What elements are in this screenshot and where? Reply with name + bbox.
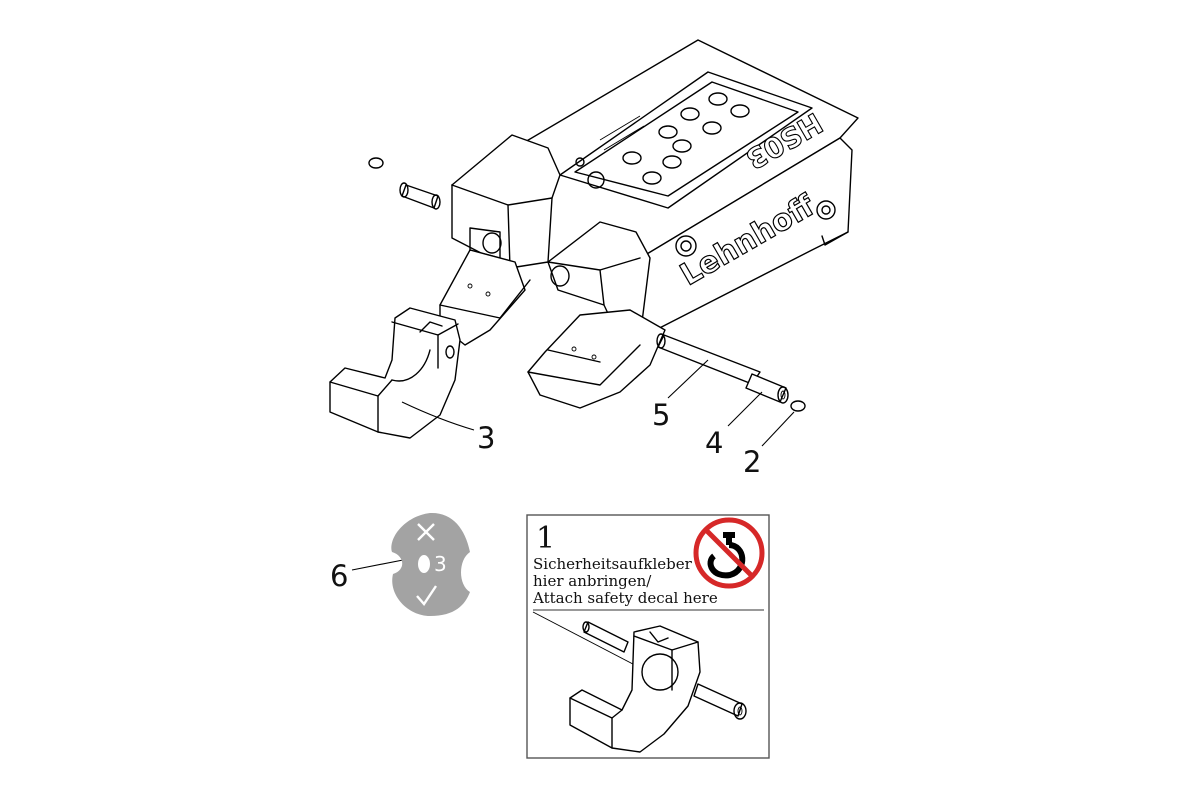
panel-number: 1 <box>536 521 555 556</box>
panel-line-3: Attach safety decal here <box>532 589 718 607</box>
plate-holes <box>622 92 750 185</box>
pin-part-5 <box>656 333 761 385</box>
gauge-size-label: 3 <box>434 552 447 576</box>
decal-panel-part-1: 1 Sicherheitsaufkleber hier anbringen/ A… <box>526 514 770 759</box>
quick-coupler-body: Lehnhoff HS03 <box>439 39 859 409</box>
wear-gauge-shape <box>391 512 470 616</box>
gauge-cross-icon <box>417 523 435 541</box>
panel-line-2: hier anbringen/ <box>533 572 652 590</box>
sleeve-part-4 <box>745 373 789 404</box>
retaining-ring-part-2 <box>790 400 806 412</box>
no-hook-prohibition-icon <box>693 517 765 589</box>
upper-pin <box>399 182 441 210</box>
upper-retaining-ring <box>368 157 384 169</box>
callout-2: 2 <box>743 445 761 479</box>
decal-location-sketch <box>532 611 747 753</box>
callout-6: 6 <box>330 559 348 593</box>
panel-line-1: Sicherheitsaufkleber <box>533 555 693 573</box>
callouts: 3 5 4 2 6 <box>330 359 795 593</box>
wear-gauge-part-6: 3 <box>391 512 470 616</box>
hook-insert-part-3 <box>329 307 461 439</box>
callout-4: 4 <box>705 426 723 460</box>
callout-5: 5 <box>652 398 670 432</box>
gauge-slot <box>418 555 430 573</box>
gauge-check-icon <box>416 585 437 606</box>
callout-3: 3 <box>477 421 495 455</box>
